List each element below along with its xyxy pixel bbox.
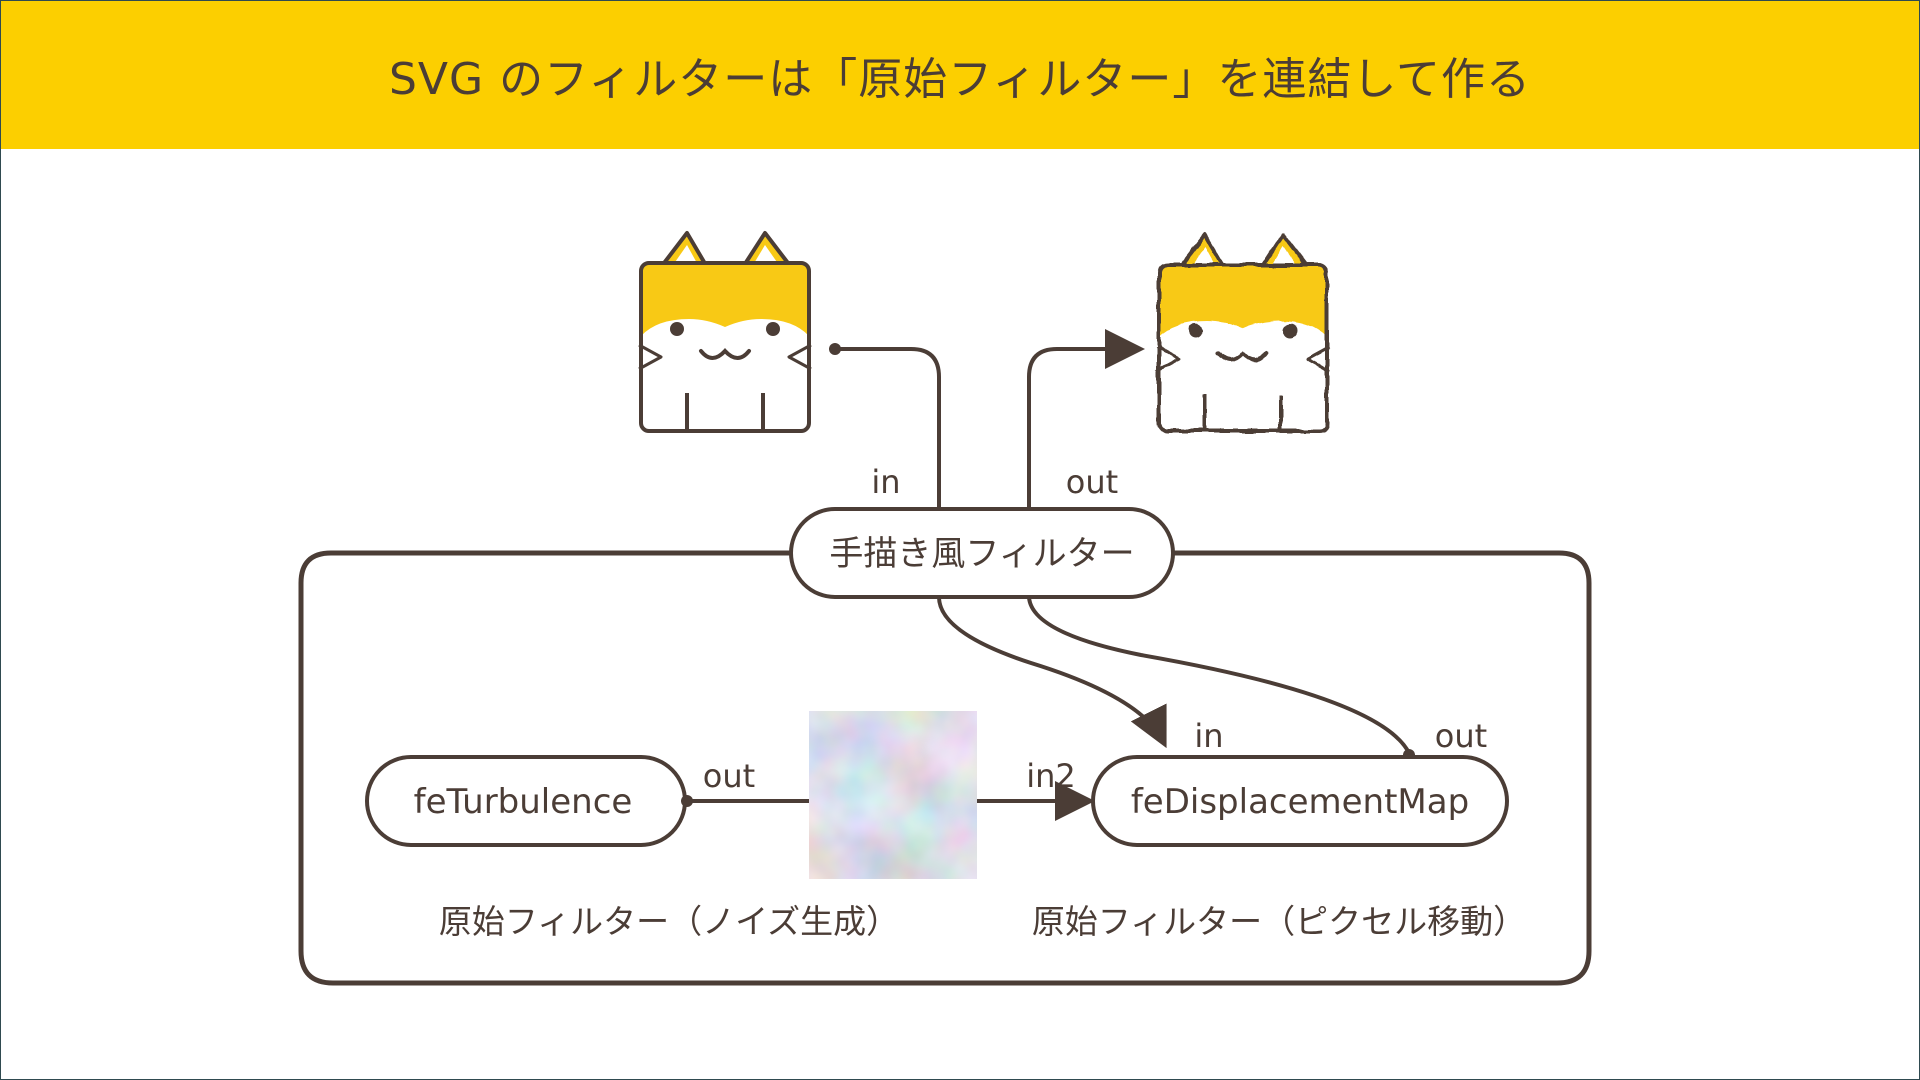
displacement-node [1091,755,1509,847]
noise-texture-image [809,711,977,879]
delegate-out-curve [1027,596,1411,754]
main-filter-label: 手描き風フィルター [829,534,1134,574]
turbulence-out-dot [681,795,693,807]
top-in-label: in [871,463,900,501]
turbulence-out-label: out [703,757,755,795]
caption-noise-generation: 原始フィルター（ノイズ生成） [439,902,899,941]
displacement-in2-label: in2 [1026,757,1076,795]
top-out-label: out [1066,463,1118,501]
main-filter-node [789,507,1175,599]
input-cat-icon [638,231,812,433]
displacement-in-label: in [1194,717,1223,755]
caption-pixel-displacement: 原始フィルター（ピクセル移動） [1032,902,1526,941]
delegate-in-curve [937,596,1167,749]
slide-title: SVG のフィルターは「原始フィルター」を連結して作る [388,54,1532,105]
displacement-label: feDisplacementMap [1131,782,1469,822]
output-sketchy-cat-icon [1156,233,1330,433]
in-connector-line [835,347,941,509]
out-connector-line [1027,329,1145,509]
header-bar: SVG のフィルターは「原始フィルター」を連結して作る [1,1,1919,149]
filter-group-box [298,550,1592,986]
turbulence-label: feTurbulence [414,782,633,822]
displacement-out-label: out [1435,717,1487,755]
in-connector-dot [829,343,841,355]
